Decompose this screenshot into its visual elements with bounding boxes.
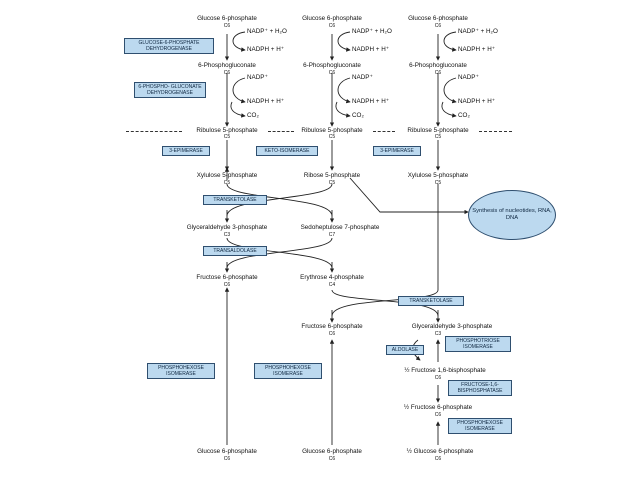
ribose5p: Ribose 5-phosphate xyxy=(303,172,361,179)
sedoheptulose7p: Sedoheptulose 7-phosphate xyxy=(300,224,380,231)
enzyme-6pgdh: 6-PHOSPHO- GLUCONATE DEHYDROGENASE xyxy=(134,82,206,98)
nadp-1: NADP⁺ xyxy=(247,74,268,81)
pgluconate-2: 6-Phosphogluconate xyxy=(303,62,361,69)
c6-label: C6 xyxy=(434,70,442,76)
c4-label: C4 xyxy=(328,282,336,288)
enzyme-3-epimerase-2: 3-EPIMERASE xyxy=(373,146,421,156)
c5-label: C5 xyxy=(328,134,336,140)
c6-label: C6 xyxy=(434,375,442,381)
xylulose5p-left: Xylulose 5-phosphate xyxy=(196,172,258,179)
enzyme-keto-isomerase: KETO-ISOMERASE xyxy=(256,146,318,156)
nadph-h-1b: NADPH + H⁺ xyxy=(247,98,285,105)
glucose6p-bottom-mid: Glucose 6-phosphate xyxy=(302,448,362,455)
c6-label: C6 xyxy=(434,412,442,418)
enzyme-phosphohexose-3: PHOSPHOHEXOSE ISOMERASE xyxy=(448,418,512,434)
nadp-h2o-1: NADP⁺ + H₂O xyxy=(247,28,287,35)
erythrose4p: Erythrose 4-phosphate xyxy=(300,274,364,281)
enzyme-g6pdh: GLUCOSE-6-PHOSPHATE DEHYDROGENASE xyxy=(124,38,214,54)
half-g6p: ½ Glucose 6-phosphate xyxy=(406,448,474,455)
c3-label: C3 xyxy=(223,232,231,238)
c5-label: C5 xyxy=(434,180,442,186)
nadph-h-1: NADPH + H⁺ xyxy=(247,46,285,53)
c6-label: C6 xyxy=(328,331,336,337)
ribulose5p-3: Ribulose 5-phosphate xyxy=(407,127,469,134)
glucose6p-1: Glucose 6-phosphate xyxy=(197,15,257,22)
co2-2: CO₂ xyxy=(352,112,364,119)
nadp-2: NADP⁺ xyxy=(352,74,373,81)
gap-left: Glyceraldehyde 3-phosphate xyxy=(186,224,268,231)
ribulose5p-2: Ribulose 5-phosphate xyxy=(301,127,363,134)
glucose6p-2: Glucose 6-phosphate xyxy=(302,15,362,22)
enzyme-fbpase: FRUCTOSE-1,6- BISPHOSPHATASE xyxy=(448,380,512,396)
c6-label: C6 xyxy=(223,456,231,462)
nadph-h-2b: NADPH + H⁺ xyxy=(352,98,390,105)
pgluconate-3: 6-Phosphogluconate xyxy=(409,62,467,69)
fructose6p-mid: Fructose 6-phosphate xyxy=(301,323,363,330)
c6-label: C6 xyxy=(223,282,231,288)
enzyme-phosphohexose-1: PHOSPHOHEXOSE ISOMERASE xyxy=(147,363,215,379)
dashed-line xyxy=(373,131,395,132)
glucose6p-bottom-left: Glucose 6-phosphate xyxy=(197,448,257,455)
c5-label: C5 xyxy=(223,180,231,186)
xylulose5p-right: Xylulose 5-phosphate xyxy=(407,172,469,179)
nadp-h2o-3: NADP⁺ + H₂O xyxy=(458,28,498,35)
pgluconate-1: 6-Phosphogluconate xyxy=(198,62,256,69)
dashed-line xyxy=(126,131,182,132)
c6-label: C6 xyxy=(328,456,336,462)
nadp-3: NADP⁺ xyxy=(458,74,479,81)
nadp-h2o-2: NADP⁺ + H₂O xyxy=(352,28,392,35)
fructose6p-left: Fructose 6-phosphate xyxy=(196,274,258,281)
nadph-h-3: NADPH + H⁺ xyxy=(458,46,496,53)
enzyme-phosphohexose-2: PHOSPHOHEXOSE ISOMERASE xyxy=(254,363,322,379)
c3-label: C3 xyxy=(434,331,442,337)
nadph-h-3b: NADPH + H⁺ xyxy=(458,98,496,105)
enzyme-3-epimerase-1: 3-EPIMERASE xyxy=(162,146,210,156)
enzyme-transaldolase: TRANSALDOLASE xyxy=(203,246,267,256)
c6-label: C6 xyxy=(328,23,336,29)
dashed-line xyxy=(479,131,512,132)
c6-label: C6 xyxy=(223,70,231,76)
enzyme-aldolase: ALDOLASE xyxy=(386,345,424,355)
c6-label: C6 xyxy=(328,70,336,76)
nadph-h-2: NADPH + H⁺ xyxy=(352,46,390,53)
c6-label: C6 xyxy=(223,23,231,29)
c6-label: C6 xyxy=(434,23,442,29)
co2-3: CO₂ xyxy=(458,112,470,119)
c5-label: C5 xyxy=(328,180,336,186)
c5-label: C5 xyxy=(223,134,231,140)
enzyme-transketolase-1: TRANSKETOLASE xyxy=(203,195,267,205)
gap-right: Glyceraldehyde 3-phosphate xyxy=(411,323,493,330)
c6-label: C6 xyxy=(434,456,442,462)
half-fbp: ½ Fructose 1,6-bisphosphate xyxy=(404,367,486,374)
enzyme-transketolase-2: TRANSKETOLASE xyxy=(398,296,464,306)
c5-label: C5 xyxy=(434,134,442,140)
glucose6p-3: Glucose 6-phosphate xyxy=(408,15,468,22)
enzyme-phosphotriose-isomerase: PHOSPHOTRIOSE ISOMERASE xyxy=(445,336,511,352)
c7-label: C7 xyxy=(328,232,336,238)
dashed-line xyxy=(268,131,294,132)
synthesis-bubble: Synthesis of nucleotides, RNA, DNA xyxy=(468,190,556,240)
co2-1: CO₂ xyxy=(247,112,259,119)
ribulose5p-1: Ribulose 5-phosphate xyxy=(196,127,258,134)
half-f6p: ½ Fructose 6-phosphate xyxy=(403,404,473,411)
